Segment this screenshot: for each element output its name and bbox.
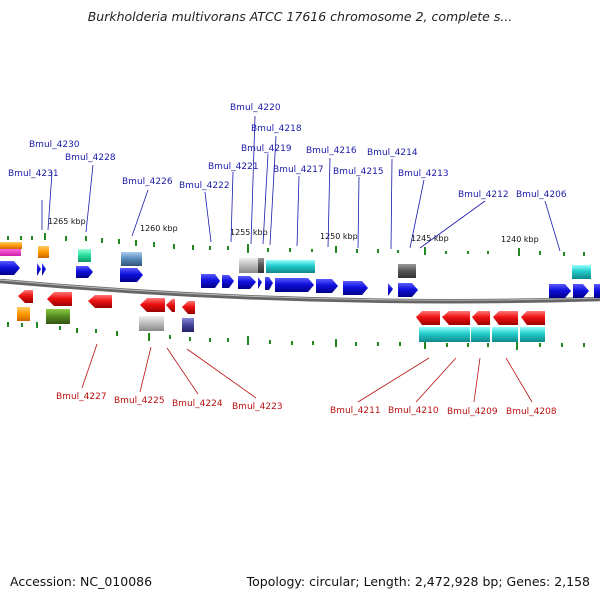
reverse-gene-arrows[interactable] (18, 290, 545, 325)
scale-label-1260: 1260 kbp (140, 224, 178, 233)
gene-label-bmul-4213[interactable]: Bmul_4213 (398, 169, 449, 179)
feature-gray (139, 316, 164, 331)
feature-cyan (572, 265, 591, 279)
forward-gene-labels: Bmul_4231 Bmul_4230 Bmul_4228 Bmul_4226 … (8, 103, 567, 252)
gene-label-bmul-4226[interactable]: Bmul_4226 (122, 177, 173, 187)
feature-green (78, 249, 91, 262)
gene-label-bmul-4211[interactable]: Bmul_4211 (330, 406, 381, 416)
gene-label-bmul-4212[interactable]: Bmul_4212 (458, 190, 509, 200)
gene-label-bmul-4228[interactable]: Bmul_4228 (65, 153, 116, 163)
gene-label-bmul-4222[interactable]: Bmul_4222 (179, 181, 230, 191)
reverse-gene-labels: Bmul_4227 Bmul_4225 Bmul_4224 Bmul_4223 … (56, 343, 557, 417)
gene-label-bmul-4227[interactable]: Bmul_4227 (56, 392, 107, 402)
scale-label-1240: 1240 kbp (501, 235, 539, 244)
gene-label-bmul-4208[interactable]: Bmul_4208 (506, 407, 557, 417)
scale-label-1250: 1250 kbp (320, 232, 358, 241)
gene-label-bmul-4210[interactable]: Bmul_4210 (388, 406, 439, 416)
gene-label-bmul-4230[interactable]: Bmul_4230 (29, 140, 80, 150)
feature-purple (182, 318, 194, 332)
feature-orange (38, 246, 49, 258)
gene-label-bmul-4224[interactable]: Bmul_4224 (172, 399, 223, 409)
gene-label-bmul-4219[interactable]: Bmul_4219 (241, 144, 292, 154)
gene-label-bmul-4209[interactable]: Bmul_4209 (447, 407, 498, 417)
gene-label-bmul-4216[interactable]: Bmul_4216 (306, 146, 357, 156)
genome-summary-text: Topology: circular; Length: 2,472,928 bp… (246, 574, 590, 589)
gene-label-bmul-4215[interactable]: Bmul_4215 (333, 167, 384, 177)
scale-label-1265: 1265 kbp (48, 217, 86, 226)
chromosome-backbone (0, 278, 600, 304)
scale-label-1255: 1255 kbp (230, 228, 268, 237)
gene-label-bmul-4223[interactable]: Bmul_4223 (232, 402, 283, 412)
gene-label-bmul-4221[interactable]: Bmul_4221 (208, 162, 259, 172)
gene-label-bmul-4217[interactable]: Bmul_4217 (273, 165, 324, 175)
map-title: Burkholderia multivorans ATCC 17616 chro… (87, 9, 513, 24)
feature-cyan (266, 260, 315, 273)
gene-label-bmul-4206[interactable]: Bmul_4206 (516, 190, 567, 200)
gene-label-bmul-4225[interactable]: Bmul_4225 (114, 396, 165, 406)
accession-text: Accession: NC_010086 (10, 574, 153, 589)
scale-label-1245: 1245 kbp (411, 234, 449, 243)
gene-label-bmul-4220[interactable]: Bmul_4220 (230, 103, 281, 113)
feature-gray (239, 258, 258, 273)
feature-dark (398, 264, 416, 278)
feature-orange (17, 307, 30, 321)
reverse-features (17, 307, 545, 342)
gene-label-bmul-4218[interactable]: Bmul_4218 (251, 124, 302, 134)
feature-cyan (471, 327, 490, 342)
feature-orange (0, 242, 22, 249)
feature-cyan (419, 327, 470, 342)
feature-steel (121, 252, 142, 266)
forward-gene-arrows[interactable] (0, 261, 600, 298)
gene-label-bmul-4214[interactable]: Bmul_4214 (367, 148, 418, 158)
feature-cyan (492, 327, 518, 342)
forward-features (0, 242, 591, 279)
feature-olive (46, 309, 70, 324)
feature-cyan (520, 327, 545, 342)
feature-magenta (0, 249, 21, 256)
tick-marks (7, 233, 585, 350)
gene-label-bmul-4231[interactable]: Bmul_4231 (8, 169, 59, 179)
feature-dark (258, 258, 264, 273)
